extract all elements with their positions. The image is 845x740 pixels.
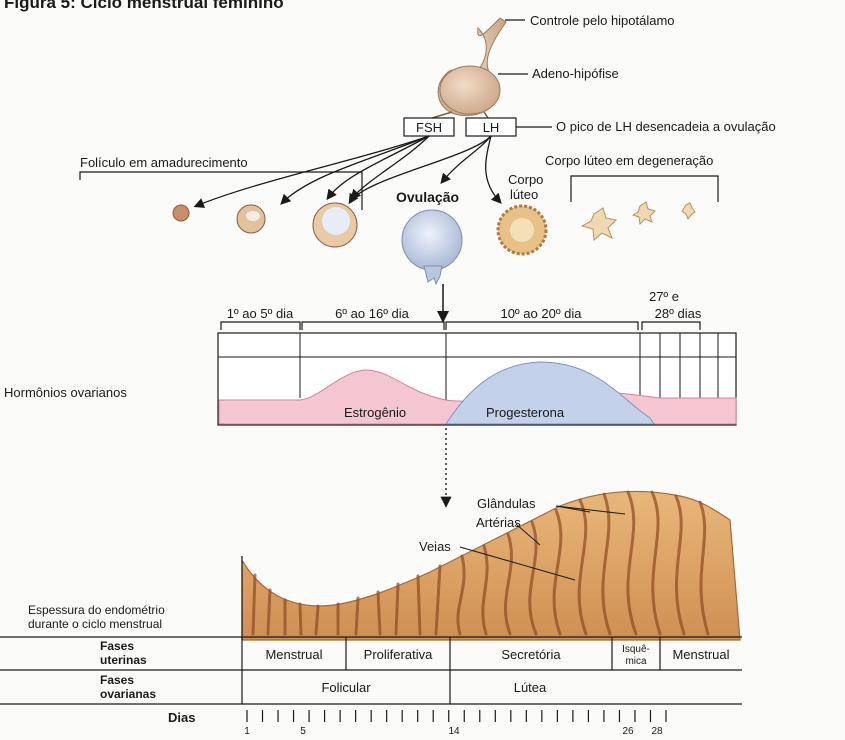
day-tick-label-5: 5 bbox=[300, 726, 306, 737]
ovulation-follicle bbox=[402, 210, 462, 284]
follicle-label: Folículo em amadurecimento bbox=[80, 155, 248, 170]
lh-note: O pico de LH desencadeia a ovulação bbox=[556, 119, 776, 134]
arteries-label: Artérias bbox=[476, 515, 521, 530]
phase-ischemic-2: mica bbox=[625, 656, 647, 667]
fsh-label: FSH bbox=[416, 120, 442, 135]
endometrium-illustration bbox=[242, 491, 740, 640]
day-range-1-5: 1º ao 5º dia bbox=[227, 306, 294, 321]
degeneration-label: Corpo lúteo em degeneração bbox=[545, 153, 713, 168]
lh-label: LH bbox=[483, 120, 500, 135]
uterine-phases-label-2: uterinas bbox=[100, 653, 147, 667]
corpus-luteum-label-2: lúteo bbox=[510, 187, 538, 202]
pituitary-gland-illustration bbox=[438, 18, 506, 115]
day-tick-label-28: 28 bbox=[651, 726, 663, 737]
phase-luteal: Lútea bbox=[514, 680, 547, 695]
stalk-to-fsh bbox=[432, 112, 452, 118]
thickness-label-2: durante o ciclo menstrual bbox=[28, 617, 162, 631]
ovarian-phases-label-2: ovarianas bbox=[100, 687, 156, 701]
day-range-27-28-b: 28º dias bbox=[655, 306, 702, 321]
phase-proliferative: Proliferativa bbox=[364, 647, 433, 662]
follicle-2 bbox=[237, 205, 265, 233]
day-range-10-20: 10º ao 20º dia bbox=[500, 306, 582, 321]
uterine-phases-label-1: Fases bbox=[100, 639, 134, 653]
corpus-luteum-label-1: Corpo bbox=[508, 172, 543, 187]
day-range-27-28-a: 27º e bbox=[649, 289, 679, 304]
ovarian-phases-label-1: Fases bbox=[100, 673, 134, 687]
glands-label: Glândulas bbox=[477, 496, 536, 511]
stalk-to-lh bbox=[484, 112, 488, 118]
follicle-3 bbox=[313, 203, 357, 247]
day-range-6-16: 6º ao 16º dia bbox=[335, 306, 410, 321]
degenerating-corpus-luteum bbox=[582, 202, 695, 240]
pituitary-label: Adeno-hipófise bbox=[532, 66, 619, 81]
day-tick-label-1: 1 bbox=[244, 726, 250, 737]
page-title: Figura 5: Ciclo menstrual feminino bbox=[4, 0, 284, 12]
ovulation-label: Ovulação bbox=[396, 189, 459, 205]
hormone-chart bbox=[218, 333, 736, 425]
progesterone-label: Progesterona bbox=[486, 405, 565, 420]
corpus-luteum bbox=[498, 206, 546, 254]
day-ticks bbox=[247, 710, 666, 722]
hypothalamus-label: Controle pelo hipotálamo bbox=[530, 13, 675, 28]
phase-secretory: Secretória bbox=[501, 647, 561, 662]
thickness-label-1: Espessura do endométrio bbox=[28, 603, 165, 617]
day-range-brackets bbox=[221, 322, 700, 330]
phase-ischemic-1: Isquê- bbox=[622, 644, 650, 655]
estrogen-label: Estrogênio bbox=[344, 405, 406, 420]
phase-menstrual-2: Menstrual bbox=[672, 647, 729, 662]
ovarian-hormones-label: Hormônios ovarianos bbox=[4, 385, 127, 400]
veins-label: Veias bbox=[419, 539, 451, 554]
degeneration-bracket bbox=[571, 176, 718, 202]
phase-follicular: Folicular bbox=[321, 680, 371, 695]
phase-menstrual: Menstrual bbox=[265, 647, 322, 662]
follicle-1 bbox=[173, 205, 189, 221]
days-label: Dias bbox=[168, 710, 195, 725]
day-tick-label-26: 26 bbox=[622, 726, 634, 737]
day-tick-label-14: 14 bbox=[448, 726, 460, 737]
